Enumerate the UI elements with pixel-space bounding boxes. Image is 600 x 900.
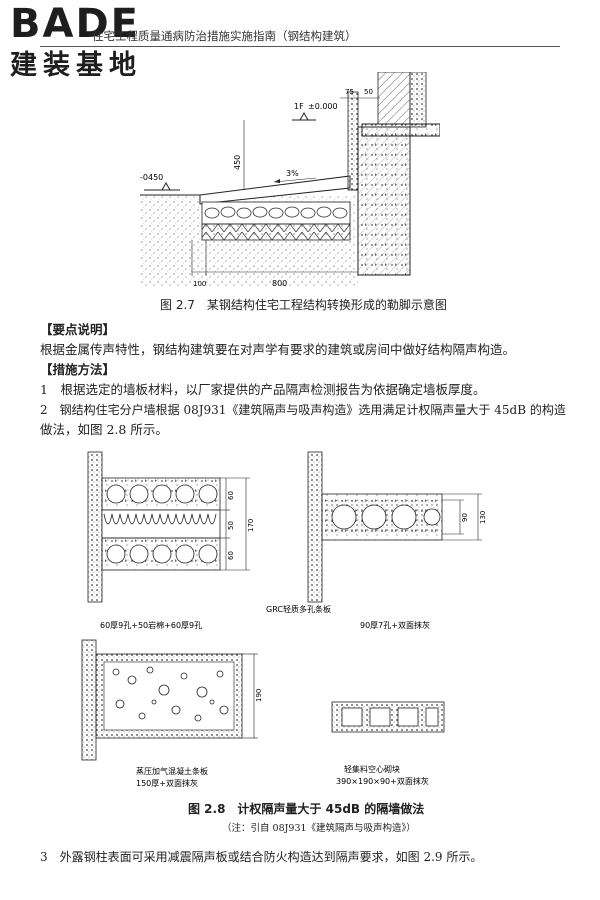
label-slope: 3% (286, 169, 299, 178)
label-a-dim-50: 50 (227, 521, 235, 530)
figure-2-8-drawing: 60 50 60 170 60厚9孔+50岩棉+60厚9孔 90 130 90厚… (81, 451, 487, 788)
label-level-zero: ±0.000 (308, 102, 338, 111)
measure-item-2-line2: 做法，如图 2.8 所示。 (40, 422, 168, 437)
logo-bade: BADE (10, 1, 140, 47)
label-dim-450: 450 (233, 155, 242, 170)
label-b-caption: 90厚7孔+双面抹灰 (360, 620, 430, 630)
logo-chinese: 建装基地 (10, 50, 142, 81)
label-dim-75: 75 (345, 88, 354, 96)
label-c-caption-1: 蒸压加气混凝土条板 (136, 766, 208, 776)
label-dim-100: 100 (193, 280, 206, 288)
figure-2-8-note: （注：引自 08J931《建筑隔声与吸声构造》） (222, 823, 416, 834)
label-dim-800: 800 (272, 279, 287, 288)
label-b-dim-90: 90 (461, 513, 469, 522)
running-title: 住宅工程质量通病防治措施实施指南（钢结构建筑） (92, 29, 357, 43)
measure-item-1: 1 根据选定的墙板材料，以厂家提供的产品隔声检测报告为依据确定墙板厚度。 (40, 382, 486, 397)
measure-item-2-line1: 2 钢结构住宅分户墙根据 08J931《建筑隔声与吸声构造》选用满足计权隔声量大… (40, 403, 566, 417)
header-rule (40, 46, 560, 47)
label-a-dim-60-bottom: 60 (227, 551, 235, 560)
label-d-caption-2: 390×190×90+双面抹灰 (336, 776, 429, 786)
label-c-caption-2: 150厚+双面抹灰 (136, 778, 198, 788)
label-dim-50: 50 (364, 88, 373, 96)
key-points-heading: 【要点说明】 (40, 322, 116, 337)
label-d-caption-1: 轻集料空心砌块 (344, 764, 400, 774)
label-b-dim-130: 130 (479, 511, 487, 524)
label-c-dim-190: 190 (255, 689, 263, 702)
measure-item-3: 3 外露钢柱表面可采用减震隔声板或结合防火构造达到隔声要求，如图 2.9 所示。 (40, 850, 483, 864)
label-a-dim-60-top: 60 (227, 491, 235, 500)
label-a-dim-170: 170 (247, 519, 255, 532)
key-points-text: 根据金属传声特性，钢结构建筑要在对声学有要求的建筑或房间中做好结构隔声构造。 (40, 342, 516, 357)
measures-heading: 【措施方法】 (40, 362, 116, 377)
label-level-neg: -0450 (140, 173, 163, 182)
label-1f: 1F (294, 102, 304, 111)
figure-2-7-drawing: 1F ±0.000 -0450 75 50 450 3% 100 800 (140, 72, 440, 288)
figure-2-8-caption: 图 2.8 计权隔声量大于 45dB 的隔墙做法 (188, 802, 425, 816)
label-a-caption: 60厚9孔+50岩棉+60厚9孔 (100, 620, 202, 630)
label-grc: GRC轻质多孔条板 (266, 604, 331, 614)
figure-2-7-caption: 图 2.7 某钢结构住宅工程结构转换形成的勒脚示意图 (160, 298, 447, 312)
